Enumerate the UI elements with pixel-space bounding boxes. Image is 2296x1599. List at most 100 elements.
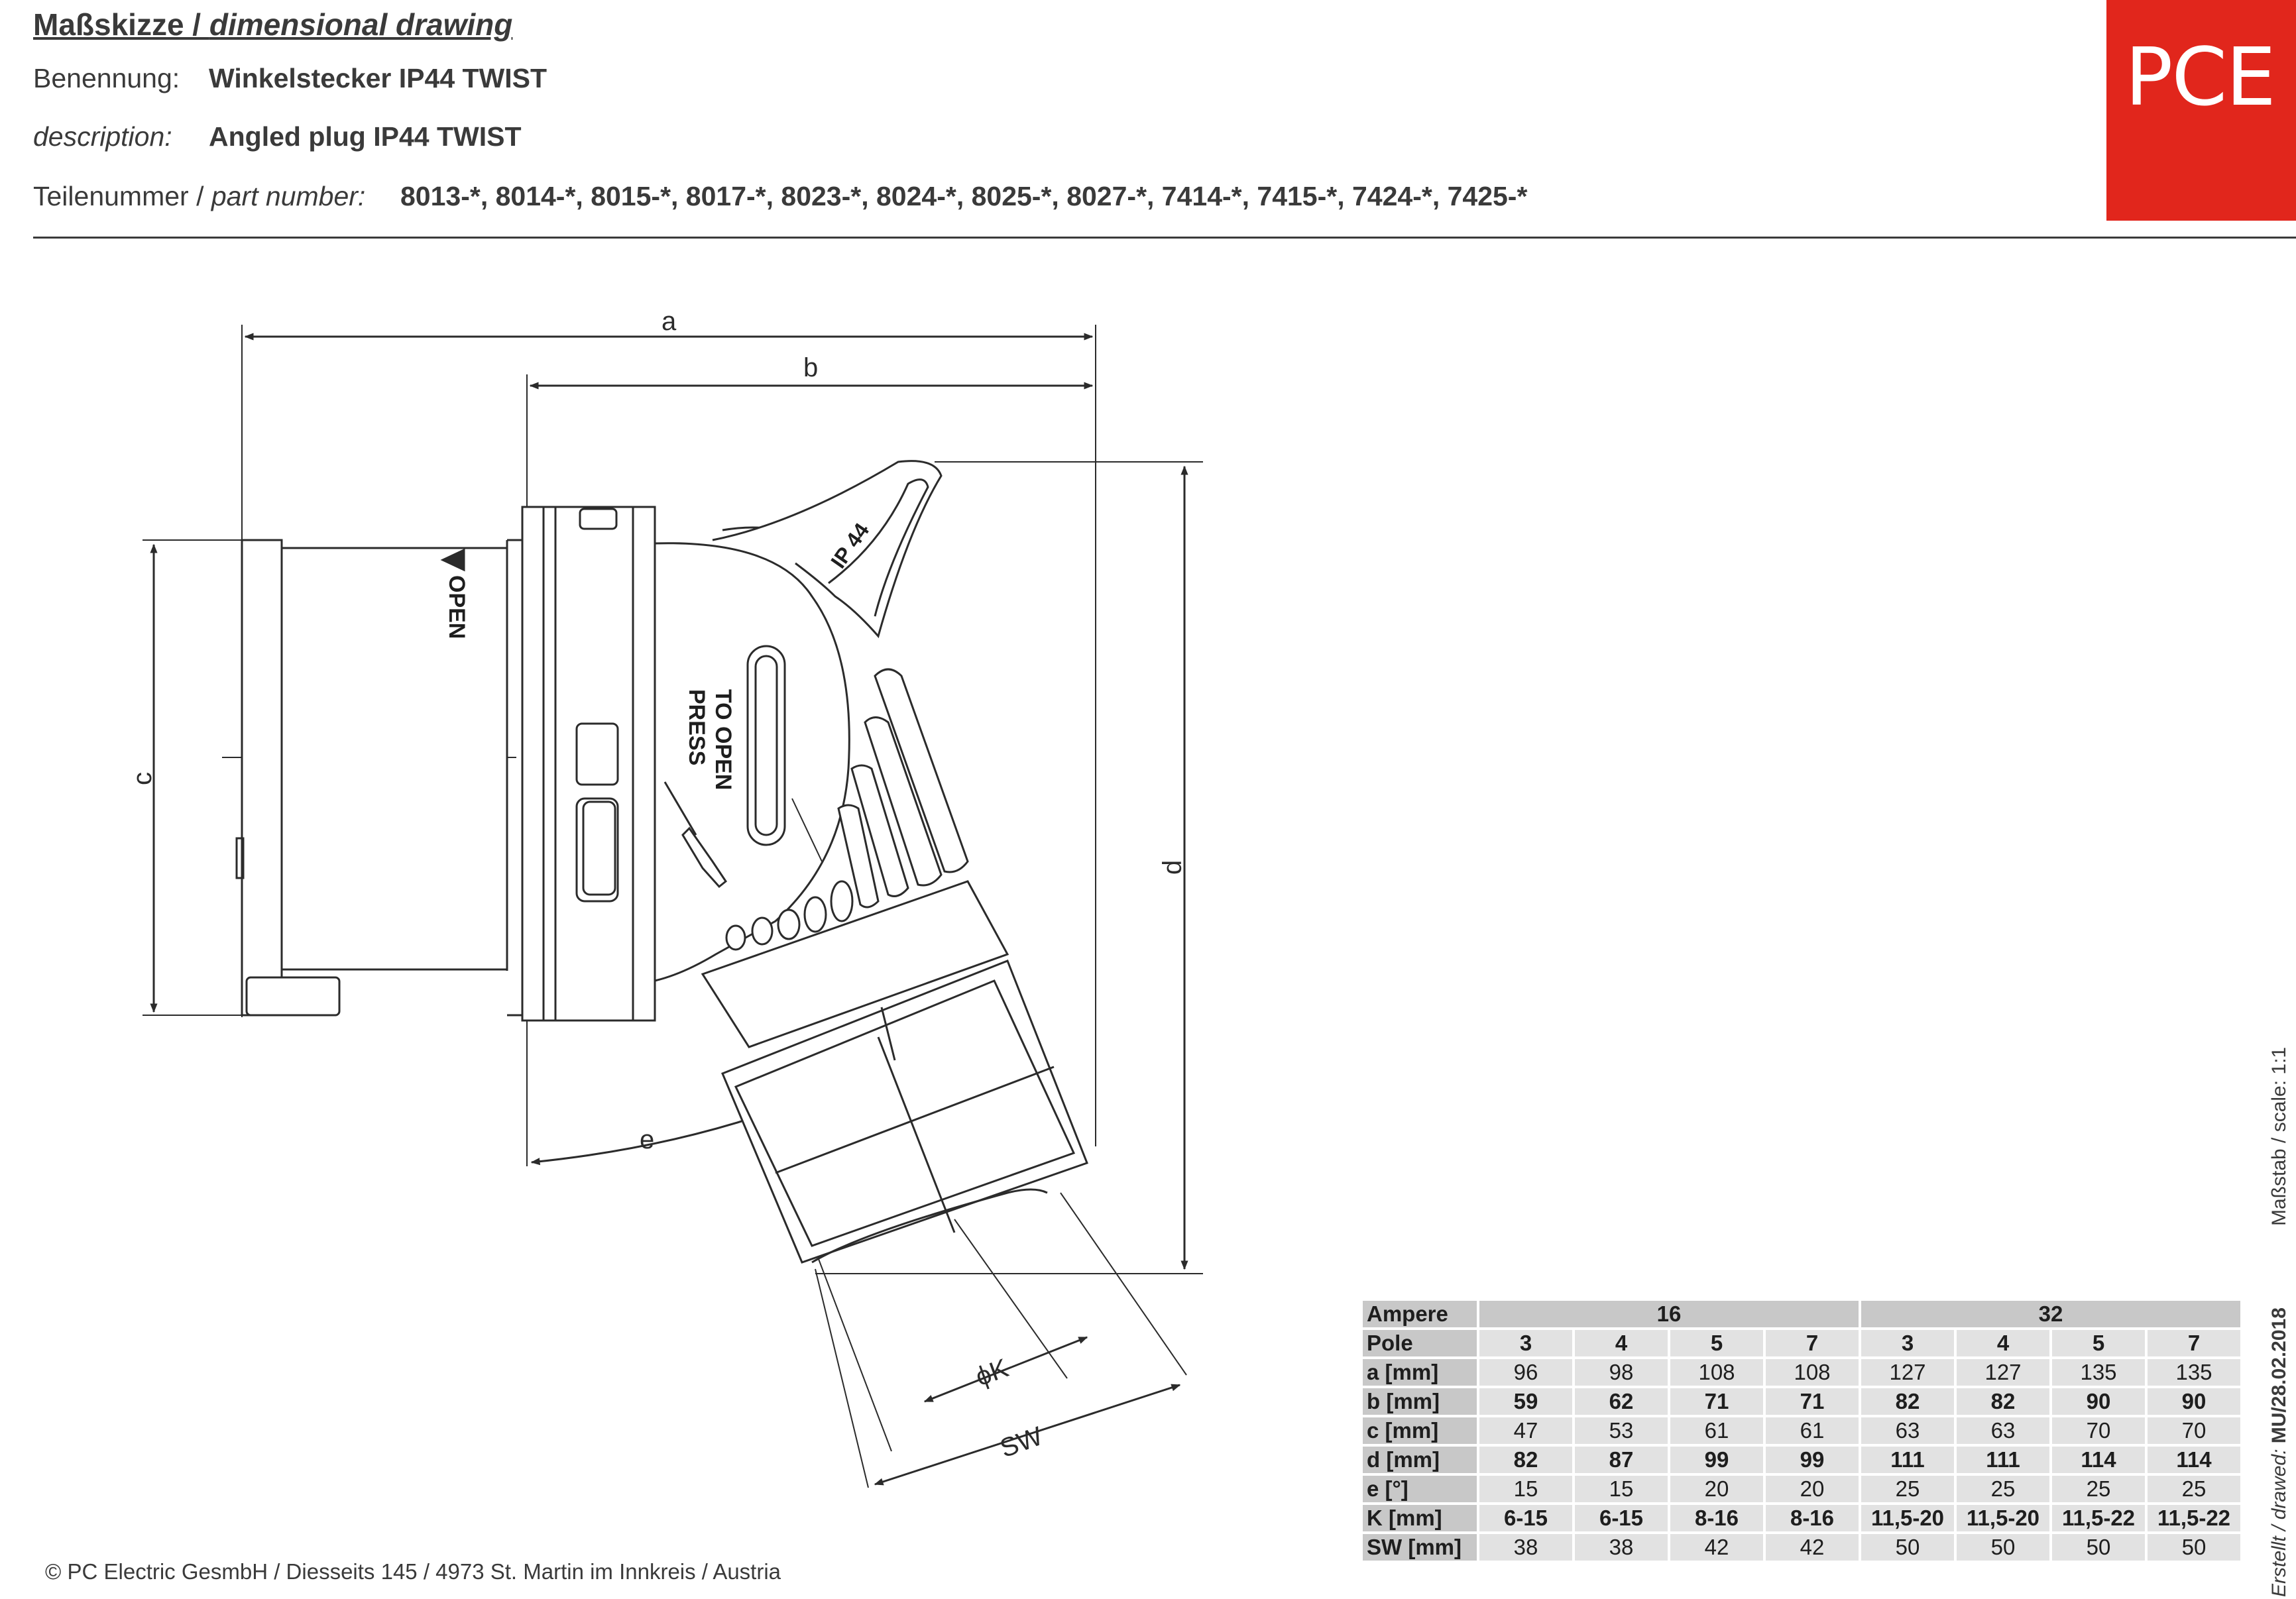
table-cell: 127 <box>1957 1359 2049 1386</box>
name-value: Winkelstecker IP44 TWIST <box>209 63 547 93</box>
table-cell: 53 <box>1575 1417 1668 1444</box>
table-row-label: c [mm] <box>1363 1417 1477 1444</box>
table-cell: 11,5-22 <box>2052 1505 2145 1531</box>
table-cell: 42 <box>1766 1534 1859 1561</box>
table-cell: 108 <box>1766 1359 1859 1386</box>
created-value: MU/28.02.2018 <box>2268 1307 2290 1444</box>
press-marking: PRESS <box>684 689 709 765</box>
table-cell: 96 <box>1479 1359 1572 1386</box>
table-cell: 135 <box>2052 1359 2145 1386</box>
table-cell: 59 <box>1479 1388 1572 1415</box>
table-cell: 82 <box>1861 1388 1954 1415</box>
table-cell: 63 <box>1861 1417 1954 1444</box>
table-group-header: 32 <box>1861 1301 2240 1327</box>
table-cell: 111 <box>1957 1447 2049 1473</box>
table-cell: 99 <box>1766 1447 1859 1473</box>
part-label-en: part number: <box>211 181 366 211</box>
table-cell: 63 <box>1957 1417 2049 1444</box>
table-cell: 4 <box>1575 1330 1668 1356</box>
table-cell: 90 <box>2052 1388 2145 1415</box>
table-cell: 70 <box>2052 1417 2145 1444</box>
description-value: Angled plug IP44 TWIST <box>209 121 522 152</box>
side-scale: Maßstab / scale: 1:1 <box>2268 1046 2290 1226</box>
table-cell: 114 <box>2052 1447 2145 1473</box>
to-open-marking: TO OPEN <box>711 689 736 790</box>
table-cell: 25 <box>1861 1476 1954 1502</box>
table-cell: 11,5-22 <box>2148 1505 2240 1531</box>
table-header-label: Ampere <box>1363 1301 1477 1327</box>
table-cell: 62 <box>1575 1388 1668 1415</box>
table-cell: 99 <box>1670 1447 1763 1473</box>
dim-label-b: b <box>803 353 818 382</box>
table-cell: 70 <box>2148 1417 2240 1444</box>
table-cell: 47 <box>1479 1417 1572 1444</box>
table-row-label: b [mm] <box>1363 1388 1477 1415</box>
table-cell: 71 <box>1670 1388 1763 1415</box>
table-cell: 25 <box>2148 1476 2240 1502</box>
table-cell: 4 <box>1957 1330 2049 1356</box>
part-number-value: 8013-*, 8014-*, 8015-*, 8017-*, 8023-*, … <box>400 181 1528 211</box>
table-cell: 111 <box>1861 1447 1954 1473</box>
press-to-open-slot <box>746 645 786 846</box>
table-row-label: a [mm] <box>1363 1359 1477 1386</box>
table-cell: 135 <box>2148 1359 2240 1386</box>
table-row-label: e [°] <box>1363 1476 1477 1502</box>
table-cell: 98 <box>1575 1359 1668 1386</box>
pce-logo: PCE <box>2106 0 2296 221</box>
side-created: Erstellt / drawed: MU/28.02.2018 <box>2268 1307 2291 1597</box>
table-cell: 6-15 <box>1479 1505 1572 1531</box>
table-group-header: 16 <box>1479 1301 1859 1327</box>
table-row-label: K [mm] <box>1363 1505 1477 1531</box>
description-label: description: <box>33 121 172 152</box>
locking-ring <box>521 506 656 1022</box>
table-cell: 20 <box>1766 1476 1859 1502</box>
title-de: Maßskizze / <box>33 7 209 42</box>
table-cell: 82 <box>1957 1388 2049 1415</box>
footer-copyright: © PC Electric GesmbH / Diesseits 145 / 4… <box>45 1559 781 1584</box>
table-cell: 42 <box>1670 1534 1763 1561</box>
table-cell: 7 <box>2148 1330 2240 1356</box>
dim-line-sw <box>874 1384 1181 1486</box>
title-en: dimensional drawing <box>209 7 513 42</box>
table-cell: 61 <box>1670 1417 1763 1444</box>
table-row-label: SW [mm] <box>1363 1534 1477 1561</box>
table-cell: 114 <box>2148 1447 2240 1473</box>
table-cell: 11,5-20 <box>1957 1505 2049 1531</box>
name-label: Benennung: <box>33 63 180 93</box>
table-cell: 15 <box>1575 1476 1668 1502</box>
table-row-label: Pole <box>1363 1330 1477 1356</box>
dim-label-d: d <box>1158 860 1187 875</box>
table-cell: 87 <box>1575 1447 1668 1473</box>
open-marking: OPEN <box>444 575 469 639</box>
table-cell: 25 <box>2052 1476 2145 1502</box>
table-cell: 50 <box>2148 1534 2240 1561</box>
cable-gland-nut <box>701 880 1088 1264</box>
dim-label-k: ϕK <box>972 1353 1012 1392</box>
grip-ribs <box>725 668 969 951</box>
body-cylinder <box>280 547 508 971</box>
table-cell: 7 <box>1766 1330 1859 1356</box>
dim-label-c: c <box>128 772 157 785</box>
dim-label-sw: SW <box>996 1421 1047 1463</box>
ip44-latch <box>712 460 943 639</box>
table-cell: 11,5-20 <box>1861 1505 1954 1531</box>
table-cell: 6-15 <box>1575 1505 1668 1531</box>
table-cell: 82 <box>1479 1447 1572 1473</box>
rear-cap <box>241 539 283 1017</box>
dim-label-a: a <box>661 307 677 336</box>
table-cell: 38 <box>1479 1534 1572 1561</box>
part-number-label: Teilenummer / part number: <box>33 181 365 212</box>
table-cell: 71 <box>1766 1388 1859 1415</box>
table-cell: 108 <box>1670 1359 1763 1386</box>
elbow-body <box>654 542 850 982</box>
table-cell: 90 <box>2148 1388 2240 1415</box>
table-cell: 15 <box>1479 1476 1572 1502</box>
